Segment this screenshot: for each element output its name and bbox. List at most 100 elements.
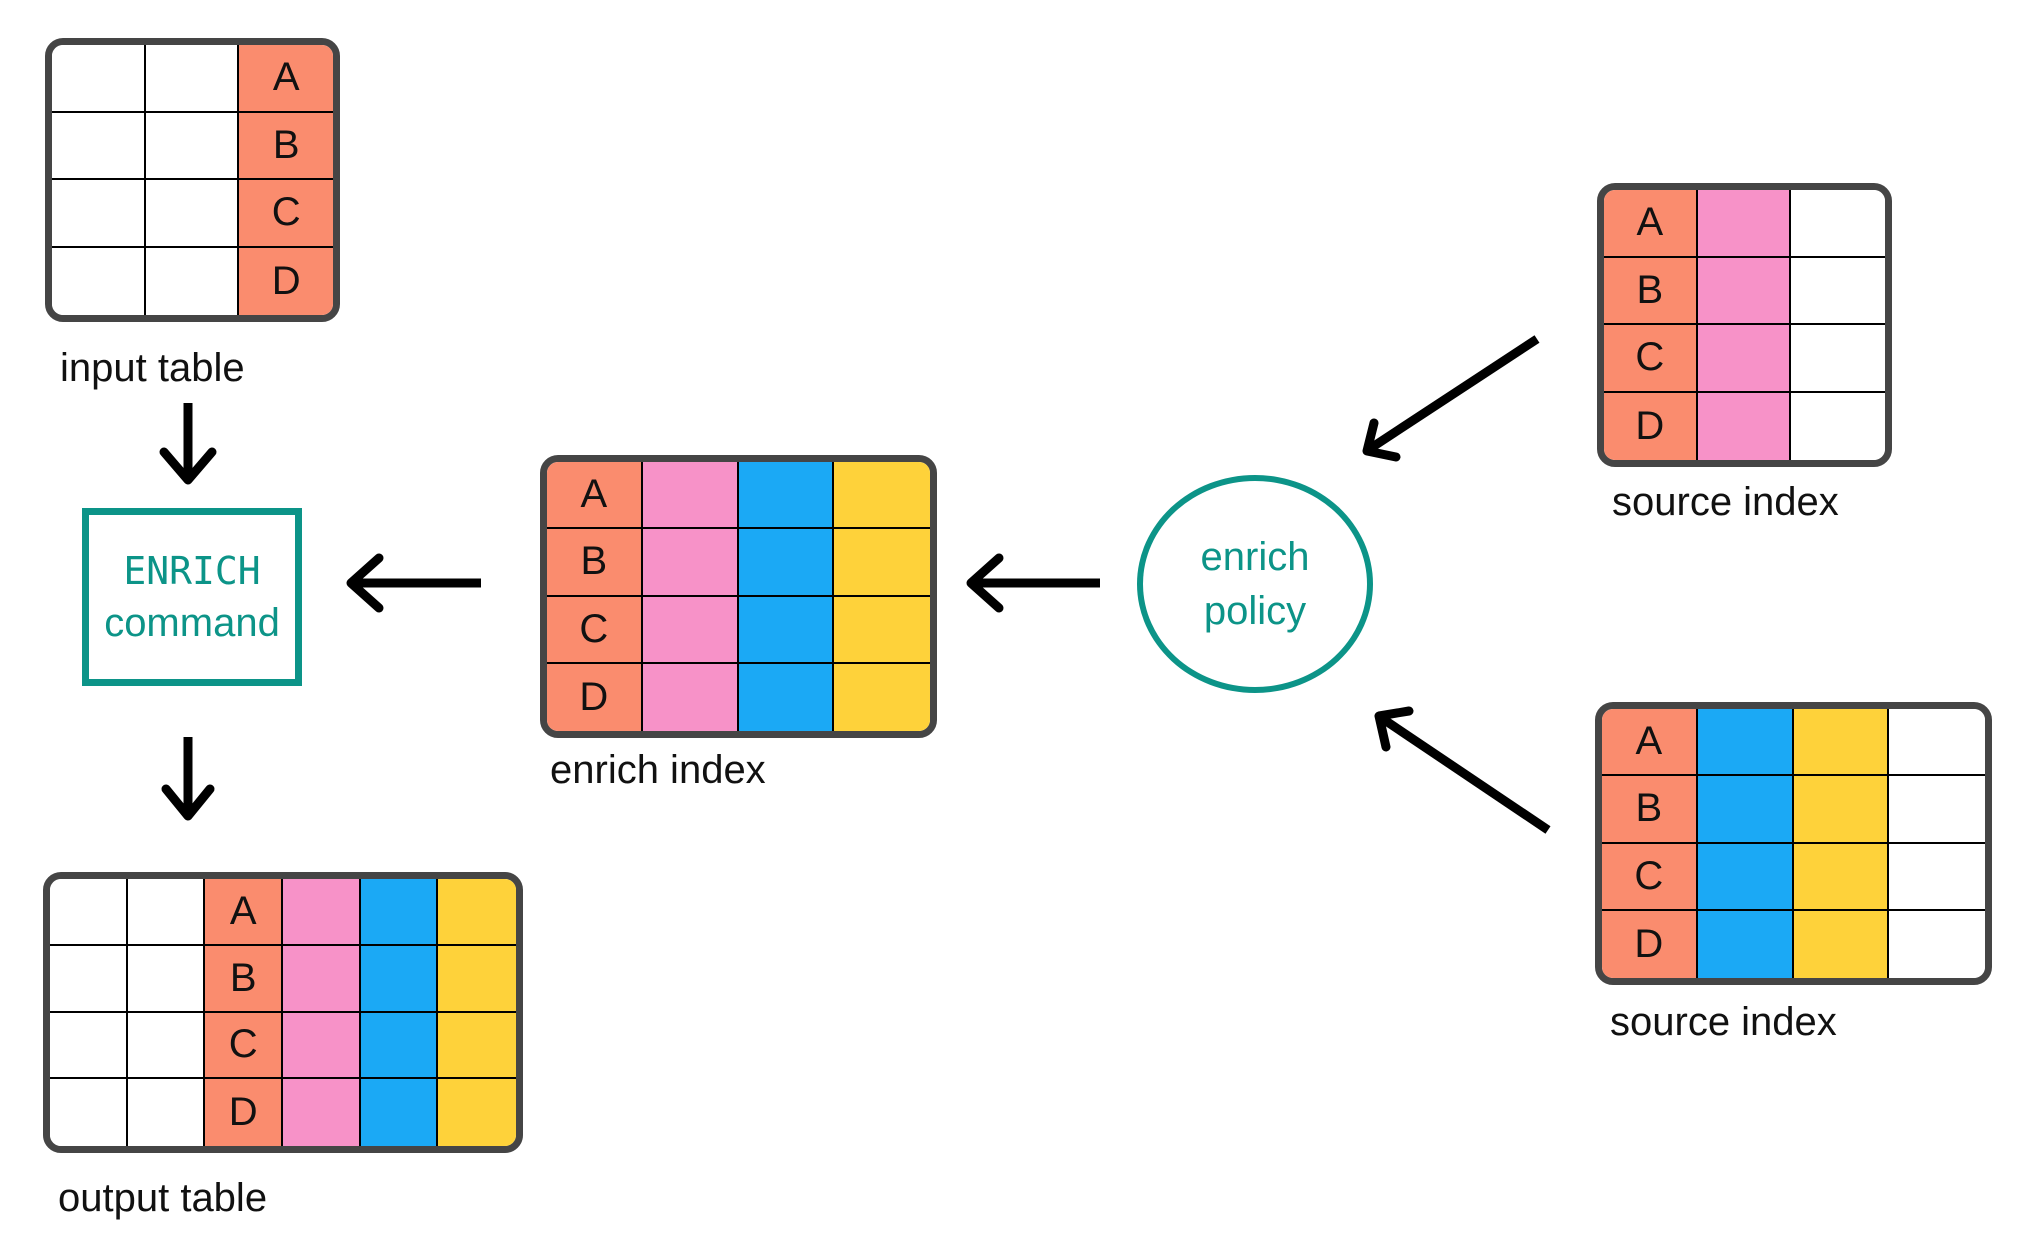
table-cell — [145, 180, 240, 248]
enrich-policy-circle: enrich policy — [1137, 475, 1373, 693]
table-cell — [642, 663, 739, 731]
key-cell: D — [205, 1079, 283, 1146]
table-cell — [52, 180, 146, 248]
table-cell — [438, 1012, 516, 1080]
key-cell: C — [547, 596, 643, 664]
input-table-label: input table — [60, 346, 245, 390]
table-cell — [1793, 709, 1890, 777]
table-cell — [738, 596, 835, 664]
enrich-policy-line2: policy — [1203, 589, 1307, 633]
enrich-command-word: command — [104, 601, 280, 645]
table-cell — [1791, 392, 1885, 460]
key-cell: C — [1604, 325, 1698, 393]
arrow-source-index-top-to-enrich-policy — [1362, 335, 1540, 462]
table-cell — [1697, 843, 1794, 911]
table-cell — [1791, 325, 1885, 393]
source-index-bottom-label: source index — [1610, 1000, 1837, 1044]
table-cell — [1889, 843, 1985, 911]
table-cell — [738, 663, 835, 731]
key-cell: C — [239, 180, 333, 248]
table-cell — [52, 247, 146, 315]
key-cell: A — [239, 45, 333, 113]
key-cell: B — [547, 529, 643, 597]
table-cell — [1793, 843, 1890, 911]
table-cell — [360, 945, 439, 1013]
table-cell — [1889, 776, 1985, 844]
table-cell — [1697, 190, 1792, 258]
enrich-policy-line1: enrich — [1200, 535, 1310, 579]
arrow-enrich-index-to-enrich-command — [346, 553, 481, 613]
table-cell — [50, 879, 128, 946]
table-cell — [282, 1012, 361, 1080]
table-cell — [127, 945, 206, 1013]
key-cell: B — [205, 945, 283, 1013]
table-cell — [1889, 709, 1985, 777]
arrow-input-table-to-enrich-command — [159, 403, 217, 485]
table-cell — [438, 945, 516, 1013]
table-cell — [1697, 910, 1794, 978]
table-cell — [50, 1012, 128, 1080]
key-cell: D — [1602, 910, 1698, 978]
arrow-enrich-command-to-output-table — [161, 737, 215, 821]
table-cell — [127, 1079, 206, 1146]
table-cell — [642, 529, 739, 597]
table-cell — [360, 1012, 439, 1080]
arrow-source-index-bottom-to-enrich-policy — [1374, 706, 1551, 834]
table-cell — [282, 945, 361, 1013]
table-cell — [642, 596, 739, 664]
table-cell — [50, 945, 128, 1013]
arrow-enrich-policy-to-enrich-index — [966, 553, 1100, 613]
table-cell — [1791, 190, 1885, 258]
key-cell: A — [205, 879, 283, 946]
table-cell — [438, 879, 516, 946]
table-cell — [360, 879, 439, 946]
table-cell — [834, 462, 930, 530]
table-cell — [1697, 776, 1794, 844]
enrich-command-box: ENRICH command — [82, 508, 302, 686]
table-cell — [738, 529, 835, 597]
table-cell — [834, 663, 930, 731]
table-cell — [127, 879, 206, 946]
key-cell: C — [205, 1012, 283, 1080]
output-table-label: output table — [58, 1176, 268, 1220]
table-cell — [438, 1079, 516, 1146]
key-cell: D — [547, 663, 643, 731]
table-cell — [642, 462, 739, 530]
key-cell: A — [1604, 190, 1698, 258]
table-cell — [145, 247, 240, 315]
table-cell — [282, 879, 361, 946]
table-cell — [127, 1012, 206, 1080]
key-cell: A — [1602, 709, 1698, 777]
table-cell — [282, 1079, 361, 1146]
table-cell — [834, 596, 930, 664]
table-cell — [145, 45, 240, 113]
key-cell: D — [1604, 392, 1698, 460]
table-cell — [1697, 325, 1792, 393]
enrich-index-label: enrich index — [550, 748, 766, 792]
key-cell: B — [239, 112, 333, 180]
enrich-command-keyword: ENRICH — [123, 549, 261, 593]
table-cell — [52, 45, 146, 113]
table-cell — [738, 462, 835, 530]
table-cell — [1791, 257, 1885, 325]
table-cell — [50, 1079, 128, 1146]
table-cell — [1697, 392, 1792, 460]
table-cell — [145, 112, 240, 180]
table-cell — [1793, 910, 1890, 978]
table-cell — [1793, 776, 1890, 844]
table-cell — [1889, 910, 1985, 978]
table-cell — [834, 529, 930, 597]
key-cell: B — [1604, 257, 1698, 325]
key-cell: A — [547, 462, 643, 530]
key-cell: B — [1602, 776, 1698, 844]
key-cell: C — [1602, 843, 1698, 911]
key-cell: D — [239, 247, 333, 315]
table-cell — [1697, 257, 1792, 325]
table-cell — [360, 1079, 439, 1146]
